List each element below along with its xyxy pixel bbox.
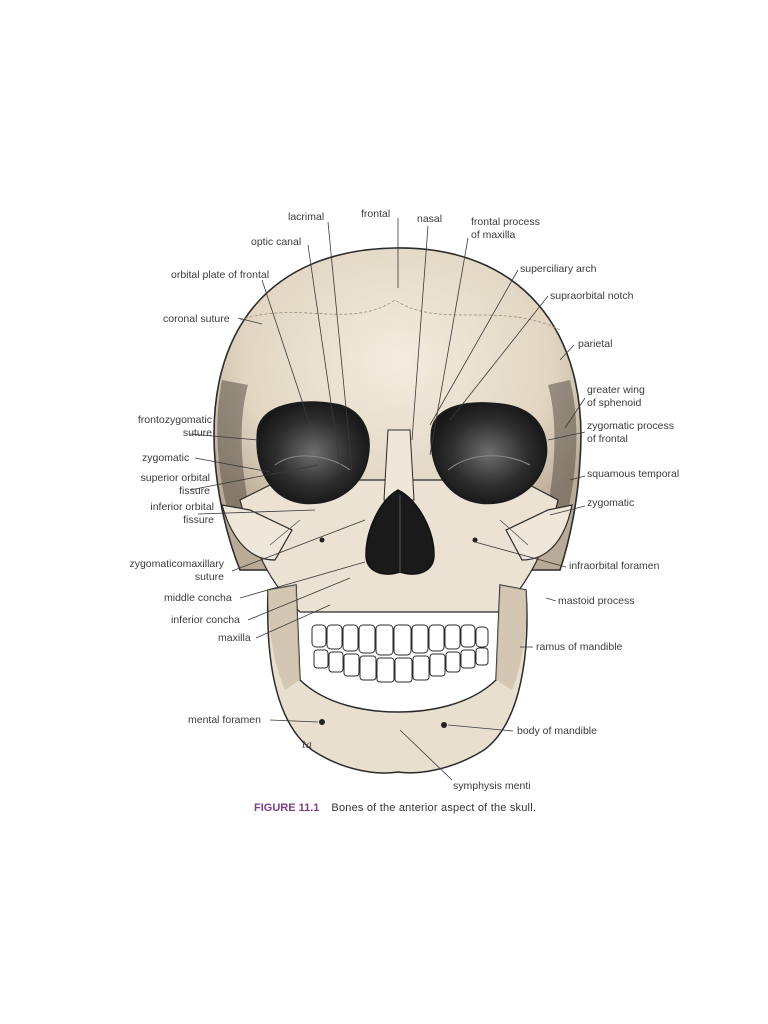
left-orbit-floor — [274, 455, 351, 471]
label-symphysis-menti: symphysis menti — [453, 780, 531, 792]
label-coronal-suture: coronal suture — [163, 313, 230, 325]
label-lacrimal: lacrimal — [288, 211, 325, 223]
label-zygomatic-right: zygomatic — [587, 497, 635, 509]
left-mental-foramen — [319, 719, 325, 725]
right-zygomatic-arch — [505, 504, 573, 561]
right-mental-foramen — [441, 722, 447, 728]
label-greater-wing-of-sphenoid: greater wing of sphenoid — [587, 384, 645, 409]
label-mastoid-process: mastoid process — [558, 595, 635, 607]
left-infraorbital-foramen — [319, 537, 325, 543]
label-zygomatic-process-of-frontal: zygomatic process of frontal — [587, 420, 674, 445]
label-orbital-plate-of-frontal: orbital plate of frontal — [171, 269, 270, 281]
right-orbit — [430, 402, 548, 505]
left-temporal-shade — [217, 380, 252, 520]
leader-lines — [189, 218, 586, 781]
zygomaticomaxillary-suture-line — [269, 519, 529, 546]
label-frontozygomatic-suture: frontozygomatic suture — [137, 414, 212, 439]
label-maxilla: maxilla — [218, 632, 251, 644]
right-temporal-shade — [545, 380, 577, 520]
caption-text: Bones of the anterior aspect of the skul… — [331, 802, 537, 814]
label-squamous-temporal: squamous temporal — [587, 468, 680, 480]
upper-teeth — [311, 624, 489, 656]
label-frontal-process-of-maxilla: frontal process of maxilla — [471, 216, 540, 241]
label-ramus-of-mandible: ramus of mandible — [536, 641, 623, 653]
nasal-bone — [383, 429, 415, 501]
right-infraorbital-foramen — [472, 537, 478, 543]
label-optic-canal: optic canal — [251, 236, 302, 248]
figure-caption: FIGURE 11.1 Bones of the anterior aspect … — [254, 802, 536, 814]
label-infraorbital-foramen: infraorbital foramen — [569, 560, 660, 572]
figure-number: FIGURE 11.1 — [254, 802, 320, 814]
right-ramus — [496, 585, 527, 690]
left-ramus — [268, 585, 300, 690]
label-superciliary-arch: superciliary arch — [520, 263, 597, 275]
lower-teeth — [313, 647, 489, 683]
artist-signature: ta — [302, 740, 312, 751]
label-frontal: frontal — [361, 208, 391, 220]
label-body-of-mandible: body of mandible — [517, 725, 597, 737]
label-parietal: parietal — [578, 338, 613, 350]
coronal-suture-line — [239, 299, 561, 331]
label-zygomatic-left: zygomatic — [142, 452, 190, 464]
label-supraorbital-notch: supraorbital notch — [550, 290, 634, 302]
label-middle-concha: middle concha — [164, 592, 232, 604]
left-orbit — [256, 401, 370, 505]
label-superior-orbital-fissure: superior orbital fissure — [140, 472, 210, 497]
label-zygomaticomaxillary-suture: zygomaticomaxillary suture — [129, 558, 224, 583]
label-inferior-orbital-fissure: inferior orbital fissure — [150, 501, 214, 526]
label-inferior-concha: inferior concha — [171, 614, 240, 626]
label-mental-foramen: mental foramen — [188, 714, 261, 726]
left-zygomatic-arch — [221, 504, 293, 561]
right-orbit-floor — [447, 455, 531, 471]
label-nasal: nasal — [417, 213, 443, 225]
